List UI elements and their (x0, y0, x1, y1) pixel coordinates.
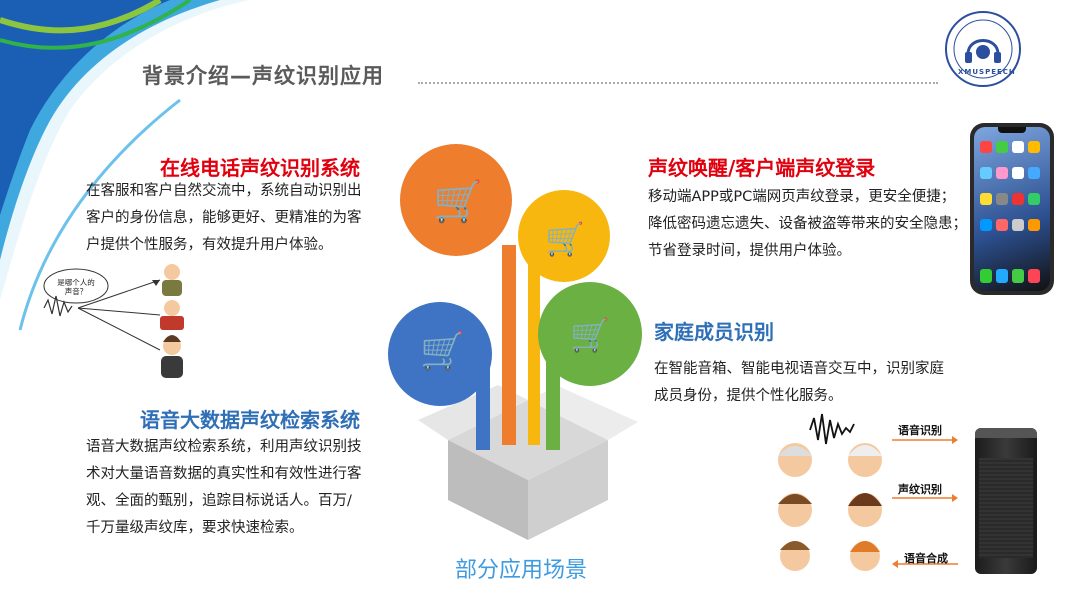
text-line: 移动端APP或PC端网页声纹登录，更安全便捷； (648, 189, 956, 205)
speaker-label-tts: 语音合成 (904, 552, 948, 565)
smart-speaker-image (975, 428, 1037, 574)
family-text: 在智能音箱、智能电视语音交互中，识别家庭 成员身份，提供个性化服务。 (654, 356, 974, 410)
cart-icon: 🛒 (420, 331, 465, 372)
cart-icon: 🛒 (570, 316, 610, 354)
text-line: 观、全面的甄别，追踪目标说话人。百万/ (86, 493, 352, 509)
text-line: 节省登录时间，提供用户体验。 (648, 243, 851, 259)
page-title: 背景介绍—声纹识别应用 (142, 64, 384, 88)
text-line: 在智能音箱、智能电视语音交互中，识别家庭 (654, 361, 944, 377)
xmuspeech-logo: XMUSPEECH (944, 10, 1022, 88)
family-title: 家庭成员识别 (654, 320, 774, 344)
text-line: 成员身份，提供个性化服务。 (654, 388, 843, 404)
text-line: 语音大数据声纹检索系统，利用声纹识别技 (86, 439, 362, 455)
decorative-swoosh (0, 0, 250, 331)
bigdata-title: 语音大数据声纹检索系统 (140, 408, 360, 432)
smartphone-image (970, 123, 1054, 295)
voice-wake-text: 移动端APP或PC端网页声纹登录，更安全便捷； 降低密码遗忘遗失、设备被盗等带来… (648, 184, 978, 265)
voice-wake-title: 声纹唤醒/客户端声纹登录 (648, 156, 876, 180)
bubble-line: 是哪个人的 (57, 278, 95, 287)
family-faces-illustration (778, 413, 958, 571)
text-line: 降低密码遗忘遗失、设备被盗等带来的安全隐患； (648, 216, 967, 232)
text-line: 客户的身份信息，能够更好、更精准的为客 (86, 210, 362, 226)
phone-system-title: 在线电话声纹识别系统 (160, 156, 360, 180)
scenario-box-graphic (388, 144, 642, 540)
phone-system-text: 在客服和客户自然交流中，系统自动识别出 客户的身份信息，能够更好、更精准的为客 … (86, 178, 406, 259)
center-caption: 部分应用场景 (455, 558, 588, 583)
bubble-line: 声音？ (64, 287, 88, 296)
text-line: 千万量级声纹库，要求快速检索。 (86, 520, 304, 536)
logo-text: XMUSPEECH (958, 68, 1016, 76)
call-center-illustration (43, 264, 184, 378)
speaker-label-asr: 语音识别 (898, 424, 942, 437)
speech-bubble-text: 是哪个人的 声音？ (50, 278, 102, 296)
text-line: 在客服和客户自然交流中，系统自动识别出 (86, 183, 362, 199)
title-divider (418, 82, 938, 84)
bigdata-text: 语音大数据声纹检索系统，利用声纹识别技 术对大量语音数据的真实性和有效性进行客 … (86, 434, 406, 542)
text-line: 户提供个性服务，有效提升用户体验。 (86, 237, 333, 253)
text-line: 术对大量语音数据的真实性和有效性进行客 (86, 466, 362, 482)
cart-icon: 🛒 (433, 179, 483, 225)
cart-icon: 🛒 (545, 220, 585, 258)
speaker-label-sv: 声纹识别 (898, 483, 942, 496)
